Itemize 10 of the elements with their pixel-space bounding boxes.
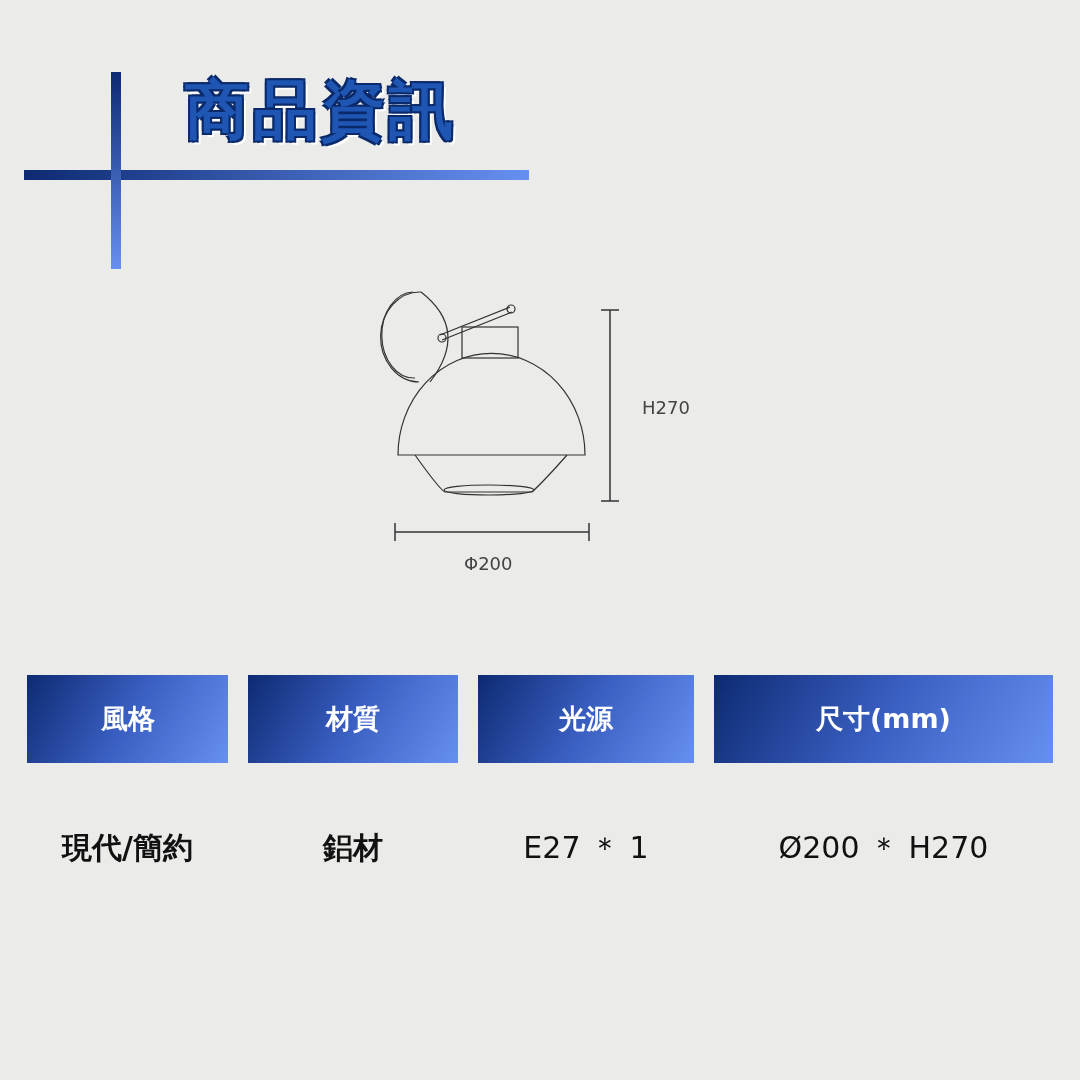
table-header: 光源	[478, 675, 694, 763]
table-header: 風格	[27, 675, 228, 763]
table-cell-text: 鋁材	[321, 829, 384, 867]
table-cell-text: E27 ＊ 1	[522, 829, 650, 867]
table-cell-text: 現代/簡約	[60, 829, 194, 867]
table-header: 尺寸(mm)	[714, 675, 1053, 763]
table-cell-text: Ø200 ＊ H270	[777, 829, 990, 867]
dimension-label: Φ200	[464, 553, 513, 574]
dimension-label: H270	[642, 397, 690, 418]
table-header: 材質	[248, 675, 458, 763]
